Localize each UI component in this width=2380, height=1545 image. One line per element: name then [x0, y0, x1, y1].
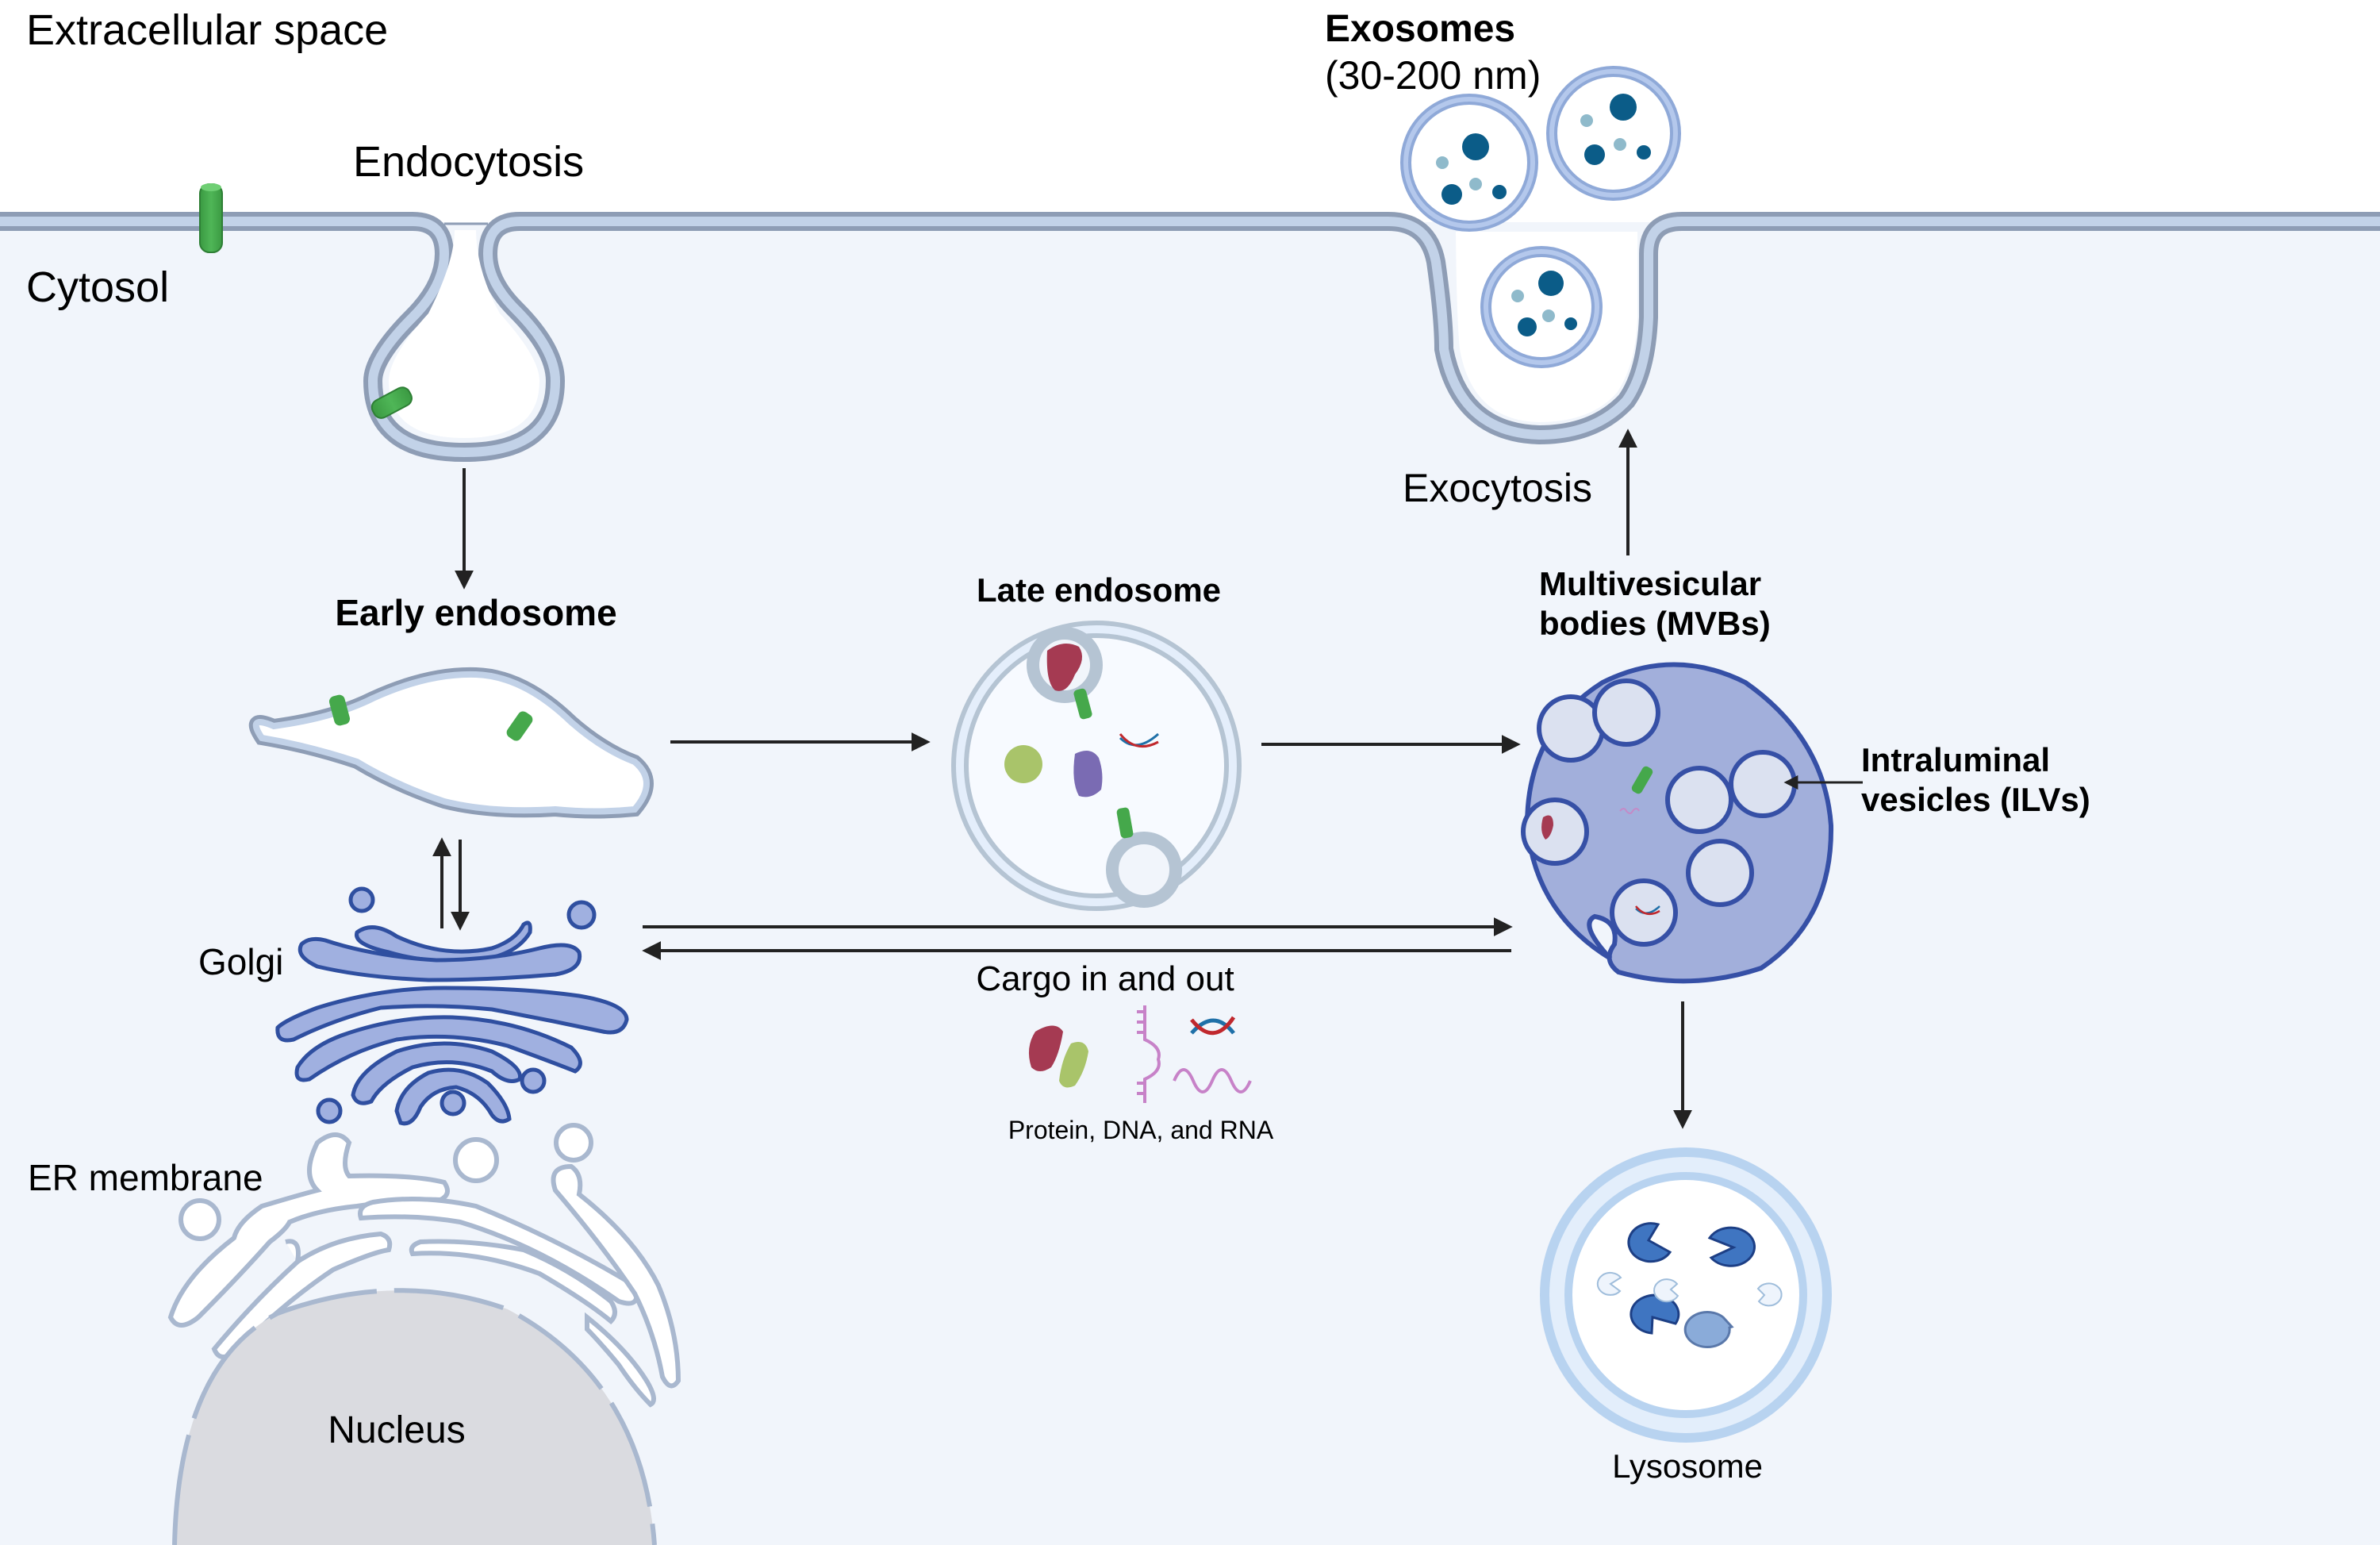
ilv-label-line1: Intraluminal [1861, 741, 2050, 778]
mvb-label-line2: bodies (MVBs) [1539, 605, 1771, 642]
extracellular-label: Extracellular space [26, 6, 388, 54]
golgi-apparatus [275, 886, 629, 1126]
vesicle-receptor-icon [370, 386, 413, 419]
rna-structure-icon [1137, 1005, 1161, 1103]
receptor-icon [506, 711, 533, 741]
multivesicular-body [1521, 662, 1834, 984]
protein-red-icon [1541, 815, 1553, 840]
protein-purple-icon [1073, 751, 1103, 797]
dna-icon [1119, 732, 1159, 748]
late-endosome-label: Late endosome [977, 571, 1221, 609]
nucleus [172, 1288, 657, 1545]
protein-red-icon [1046, 644, 1082, 691]
receptor-icon [328, 694, 351, 726]
plasma-membrane [0, 212, 2380, 463]
ilv [1729, 750, 1797, 818]
enzyme-icon [1707, 1226, 1756, 1267]
protein-green-icon [1059, 1041, 1088, 1088]
late-endosome [951, 621, 1242, 911]
surface-receptor-icon [199, 183, 223, 253]
enzyme-icon [1630, 1293, 1680, 1335]
er-membrane-label: ER membrane [28, 1157, 263, 1198]
dna-icon [1635, 905, 1660, 916]
receptor-icon [1073, 688, 1092, 720]
exosome [1480, 246, 1603, 368]
ilv [1665, 766, 1733, 834]
ilv [1686, 839, 1754, 907]
early-endosome-label: Early endosome [335, 592, 616, 633]
exosomes [1400, 66, 1681, 368]
cargo-label: Cargo in and out [976, 959, 1234, 998]
enzyme-fragment-icon [1596, 1271, 1622, 1296]
exosomes-size: (30-200 nm) [1325, 53, 1541, 98]
enzyme-icon [1627, 1222, 1672, 1263]
rna-icon [1173, 1068, 1252, 1093]
ilv [1592, 678, 1660, 747]
exosomes-title: Exosomes [1325, 8, 1515, 50]
endocytosis-label: Endocytosis [353, 138, 584, 186]
exosome [1400, 94, 1538, 232]
mvb-label-line1: Multivesicular [1539, 565, 1761, 602]
protein-red-icon [1028, 1025, 1063, 1071]
golgi-label: Golgi [198, 941, 283, 982]
protein-green-icon [1004, 745, 1042, 783]
enzyme-icon [1683, 1311, 1734, 1349]
cargo-icons [1028, 1005, 1252, 1103]
extracellular-region [0, 0, 2380, 222]
exosome [1546, 66, 1681, 201]
lysosome [1540, 1147, 1832, 1443]
nucleus-label: Nucleus [328, 1409, 465, 1451]
cargo-types-label: Protein, DNA, and RNA [1008, 1116, 1274, 1144]
early-endosome [248, 667, 654, 819]
receptor-icon [1631, 766, 1653, 794]
lysosome-label: Lysosome [1612, 1447, 1763, 1485]
exocytosis-label: Exocytosis [1403, 466, 1592, 510]
enzyme-fragment-icon [1653, 1278, 1679, 1303]
rna-icon [1619, 808, 1640, 814]
ilv [1521, 797, 1589, 866]
enzyme-fragment-icon [1756, 1282, 1783, 1307]
dna-icon [1190, 1016, 1236, 1036]
cytosol-label: Cytosol [26, 263, 169, 311]
ilv-label-line2: vesicles (ILVs) [1861, 781, 2090, 818]
er-membrane [167, 1123, 681, 1408]
receptor-icon [1116, 807, 1134, 839]
